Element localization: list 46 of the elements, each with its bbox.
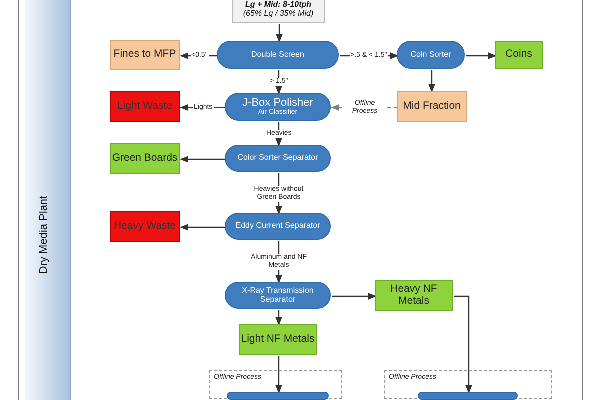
node-title: Eddy Current Separator bbox=[236, 222, 320, 231]
product-box bbox=[239, 324, 317, 355]
arrow bbox=[428, 70, 436, 93]
arrow bbox=[332, 293, 377, 300]
process-pill bbox=[397, 41, 465, 69]
process-pill bbox=[418, 392, 518, 400]
process-pill bbox=[225, 282, 331, 309]
arrow bbox=[466, 52, 497, 60]
arrow bbox=[276, 310, 282, 326]
node-title: Double Screen bbox=[252, 50, 304, 60]
waste-box bbox=[110, 211, 180, 242]
arrow bbox=[276, 70, 282, 95]
node-title: Light Waste bbox=[117, 100, 173, 112]
swimlane-label: Dry Media Plant bbox=[38, 194, 51, 276]
output-box bbox=[397, 91, 467, 122]
process-pill bbox=[217, 41, 339, 69]
process-pill bbox=[225, 213, 331, 240]
offline-process-group bbox=[209, 370, 342, 399]
arrow bbox=[454, 296, 472, 394]
product-box bbox=[375, 280, 453, 311]
node-title: Mid Fraction bbox=[403, 100, 461, 112]
arrow bbox=[276, 356, 282, 394]
node-title: Coin Sorter bbox=[410, 50, 452, 60]
product-box bbox=[110, 143, 180, 174]
node-title: Green Boards bbox=[112, 152, 178, 164]
process-pill bbox=[225, 145, 331, 172]
node-title: J-Box Polisher bbox=[242, 97, 314, 110]
arrow bbox=[180, 224, 226, 231]
node-title: Heavy NF Metals bbox=[390, 284, 438, 308]
node-title: Color Sorter Separator bbox=[238, 154, 318, 163]
node-title: Coins bbox=[506, 49, 532, 61]
waste-box bbox=[110, 91, 180, 122]
node-title: Heavy Waste bbox=[114, 220, 176, 232]
node-title: Lg + Mid: 8-10tph bbox=[246, 0, 312, 10]
node-title: Fines to MFP bbox=[114, 49, 176, 61]
process-pill bbox=[227, 392, 329, 400]
process-pill bbox=[225, 93, 331, 121]
offline-process-group bbox=[384, 370, 552, 399]
product-box bbox=[495, 41, 543, 69]
node-title: X-Ray Transmission Separator bbox=[241, 286, 315, 304]
input-box bbox=[232, 0, 325, 23]
arrow bbox=[276, 24, 283, 43]
output-box bbox=[110, 40, 180, 70]
node-subtitle: (65% Lg / 35% Mid) bbox=[243, 10, 314, 18]
node-title: Light NF Metals bbox=[241, 334, 315, 346]
arrow bbox=[180, 156, 226, 163]
